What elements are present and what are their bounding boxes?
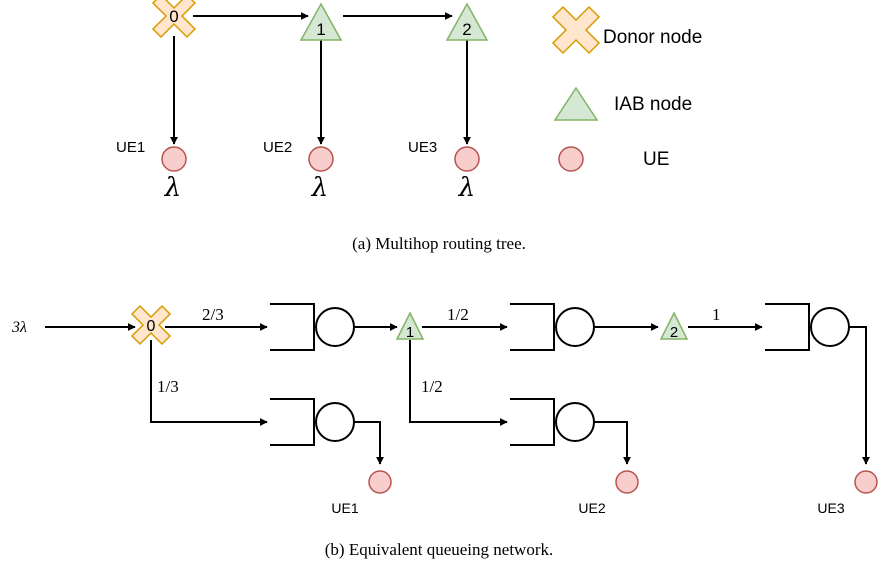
input-rate-label: 3λ [11,319,27,336]
route-q4-to-ue2 [594,421,631,465]
queue-buffer [270,303,315,351]
net-iab-node-2: 2 [659,311,689,341]
prob-0-side: 1/3 [157,377,179,396]
net-ue1-circle [368,470,392,494]
lambda-ue1: λ [164,173,181,203]
queue-0-ue1 [270,398,355,446]
node-label-0: 0 [169,7,178,26]
queue-1-ue2 [510,398,595,446]
net-iab-node-1: 1 [395,311,425,341]
queue-server [315,307,355,347]
net-ue2-label: UE2 [578,500,605,516]
donor-cross-icon [151,0,197,39]
ue2-label: UE2 [263,139,292,156]
net-ue3-circle [854,470,878,494]
legend-iab-icon [553,86,599,121]
iab-node-1: 1 [299,2,343,41]
legend-donor-icon [551,5,601,55]
net-node-label-1: 1 [406,324,414,341]
routing-tree: 0 1 2 UE1 UE2 UE3 λ λ λ [116,0,489,203]
iab-triangle-icon [445,2,489,41]
iab-triangle-icon [395,311,425,340]
route-q2-to-ue1 [354,421,384,465]
ue1-label: UE1 [116,139,145,156]
queue-server [555,307,595,347]
net-ue1-label: UE1 [331,500,358,516]
net-ue2-circle [615,470,639,494]
legend-iab-label: IAB node [614,94,692,115]
donor-cross-icon [130,304,172,346]
prob-1-down: 1/2 [447,305,469,324]
ue3-circle [454,146,480,172]
prob-1-side: 1/2 [421,377,443,396]
queue-1-2 [510,303,595,351]
iab-triangle-icon [299,2,343,41]
lambda-ue3: λ [458,173,475,203]
net-ue3-label: UE3 [817,500,844,516]
ue1-circle [161,146,187,172]
queue-buffer [510,398,555,446]
ue3-label: UE3 [408,139,437,156]
queueing-network: 3λ [11,303,878,516]
caption-b: (b) Equivalent queueing network. [325,540,554,559]
route-0-to-q2 [150,340,268,426]
net-donor-node-0: 0 [130,304,172,346]
legend-ue-icon [558,146,584,172]
iab-node-2: 2 [445,2,489,41]
node-label-1: 1 [316,20,325,39]
queue-server [810,307,850,347]
ue2-circle [308,146,334,172]
legend-donor-label: Donor node [603,27,702,48]
queue-server [555,402,595,442]
queue-0-1 [270,303,355,351]
route-q5-to-ue3 [849,326,870,465]
net-node-label-0: 0 [147,318,156,335]
route-1-to-q4 [409,340,508,426]
queue-buffer [510,303,555,351]
donor-node-0: 0 [151,0,197,39]
legend-ue-label: UE [643,149,669,170]
queue-buffer [270,398,315,446]
queue-2-ue3 [765,303,850,351]
net-node-label-2: 2 [670,324,678,341]
caption-a: (a) Multihop routing tree. [352,234,526,253]
lambda-ue2: λ [311,173,328,203]
queue-server [315,402,355,442]
prob-0-down: 2/3 [202,305,224,324]
prob-2-down: 1 [712,305,721,324]
node-label-2: 2 [462,20,471,39]
queue-buffer [765,303,810,351]
legend: Donor node IAB node UE [551,5,702,172]
iab-triangle-icon [659,311,689,340]
